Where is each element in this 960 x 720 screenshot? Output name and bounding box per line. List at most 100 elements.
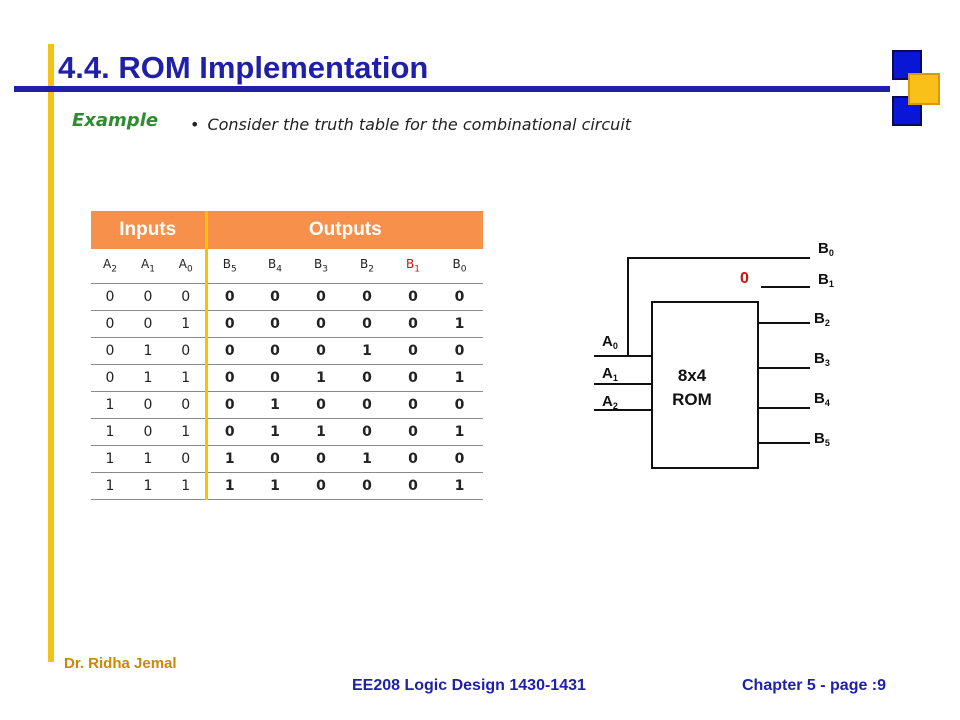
output-pin-label-3: B3 [814, 350, 830, 368]
table-cell: 0 [390, 418, 436, 446]
decor-square-blue-top [892, 50, 922, 80]
table-cell: 0 [298, 445, 344, 473]
table-cell: 1 [129, 472, 167, 500]
table-cell: 1 [167, 418, 208, 446]
column-header-a1: A1 [129, 249, 167, 284]
bullet-text-content: Consider the truth table for the combina… [207, 115, 632, 134]
column-header-b4: B4 [252, 249, 298, 284]
table-cell: 1 [436, 418, 484, 446]
table-cell: 0 [298, 337, 344, 365]
column-header-b3: B3 [298, 249, 344, 284]
table-cell: 1 [252, 391, 298, 419]
column-header-b0: B0 [436, 249, 484, 284]
table-cell: 0 [167, 391, 208, 419]
table-cell: 0 [129, 391, 167, 419]
table-cell: 0 [390, 445, 436, 473]
output-pin-label-2: B2 [814, 310, 830, 328]
table-cell: 1 [252, 472, 298, 500]
table-cell: 0 [436, 391, 484, 419]
table-cell: 1 [91, 418, 129, 446]
table-cell: 1 [167, 310, 208, 338]
column-header-a2: A2 [91, 249, 129, 284]
wire-b0 [627, 257, 810, 356]
table-cell: 0 [252, 445, 298, 473]
table-cell: 1 [91, 472, 129, 500]
table-cell: 0 [167, 337, 208, 365]
example-label: Example [72, 110, 159, 131]
table-cell: 0 [298, 472, 344, 500]
table-cell: 0 [390, 283, 436, 311]
table-cell: 0 [390, 472, 436, 500]
outputs-header: Outputs [206, 211, 484, 249]
output-pin-label-1: B1 [818, 271, 834, 289]
column-header-b1: B1 [390, 249, 436, 284]
rom-block [651, 301, 759, 469]
table-cell: 0 [390, 364, 436, 392]
table-cell: 1 [129, 337, 167, 365]
table-cell: 0 [344, 364, 390, 392]
table-cell: 0 [436, 283, 484, 311]
table-cell: 0 [129, 310, 167, 338]
table-cell: 0 [344, 391, 390, 419]
table-cell: 0 [129, 418, 167, 446]
table-cell: 0 [91, 310, 129, 338]
table-cell: 1 [298, 364, 344, 392]
table-cell: 0 [91, 337, 129, 365]
table-cell: 1 [206, 472, 252, 500]
table-cell: 0 [344, 283, 390, 311]
table-cell: 0 [206, 283, 252, 311]
table-cell: 0 [436, 445, 484, 473]
table-cell: 0 [298, 310, 344, 338]
truth-table-group-header: Inputs Outputs [91, 211, 484, 249]
table-cell: 1 [436, 310, 484, 338]
output-pin-label-0: B0 [818, 240, 834, 258]
table-cell: 0 [206, 337, 252, 365]
table-cell: 0 [252, 364, 298, 392]
table-cell: 0 [436, 337, 484, 365]
output-pin-label-5: B5 [814, 430, 830, 448]
input-pin-label-1: A1 [602, 365, 618, 383]
course-footer: EE208 Logic Design 1430-1431 [352, 677, 586, 694]
input-pin-label-0: A0 [602, 333, 618, 351]
table-cell: 1 [252, 418, 298, 446]
table-cell: 0 [344, 472, 390, 500]
table-cell: 0 [252, 310, 298, 338]
rom-label-size: 8x4 [678, 366, 707, 385]
table-cell: 0 [298, 391, 344, 419]
column-header-a0: A0 [167, 249, 208, 284]
table-cell: 1 [344, 337, 390, 365]
table-cell: 0 [167, 283, 208, 311]
table-cell: 0 [206, 310, 252, 338]
table-cell: 0 [252, 337, 298, 365]
table-cell: 0 [206, 418, 252, 446]
inputs-header: Inputs [91, 211, 208, 249]
table-cell: 0 [390, 391, 436, 419]
table-cell: 0 [344, 418, 390, 446]
table-cell: 1 [167, 472, 208, 500]
bullet-text: •Consider the truth table for the combin… [190, 115, 632, 134]
table-cell: 0 [91, 283, 129, 311]
column-header-b2: B2 [344, 249, 390, 284]
constant-zero-label: 0 [740, 270, 749, 287]
column-header-b5: B5 [206, 249, 252, 284]
author-name: Dr. Ridha Jemal [64, 655, 177, 672]
table-cell: 1 [91, 445, 129, 473]
table-cell: 1 [436, 364, 484, 392]
table-cell: 1 [167, 364, 208, 392]
page-footer: Chapter 5 - page :9 [742, 677, 887, 694]
title-underline-bar [14, 86, 890, 92]
input-pin-label-2: A2 [602, 393, 618, 411]
table-cell: 0 [129, 283, 167, 311]
table-cell: 0 [167, 445, 208, 473]
table-cell: 1 [436, 472, 484, 500]
output-pin-label-4: B4 [814, 390, 830, 408]
